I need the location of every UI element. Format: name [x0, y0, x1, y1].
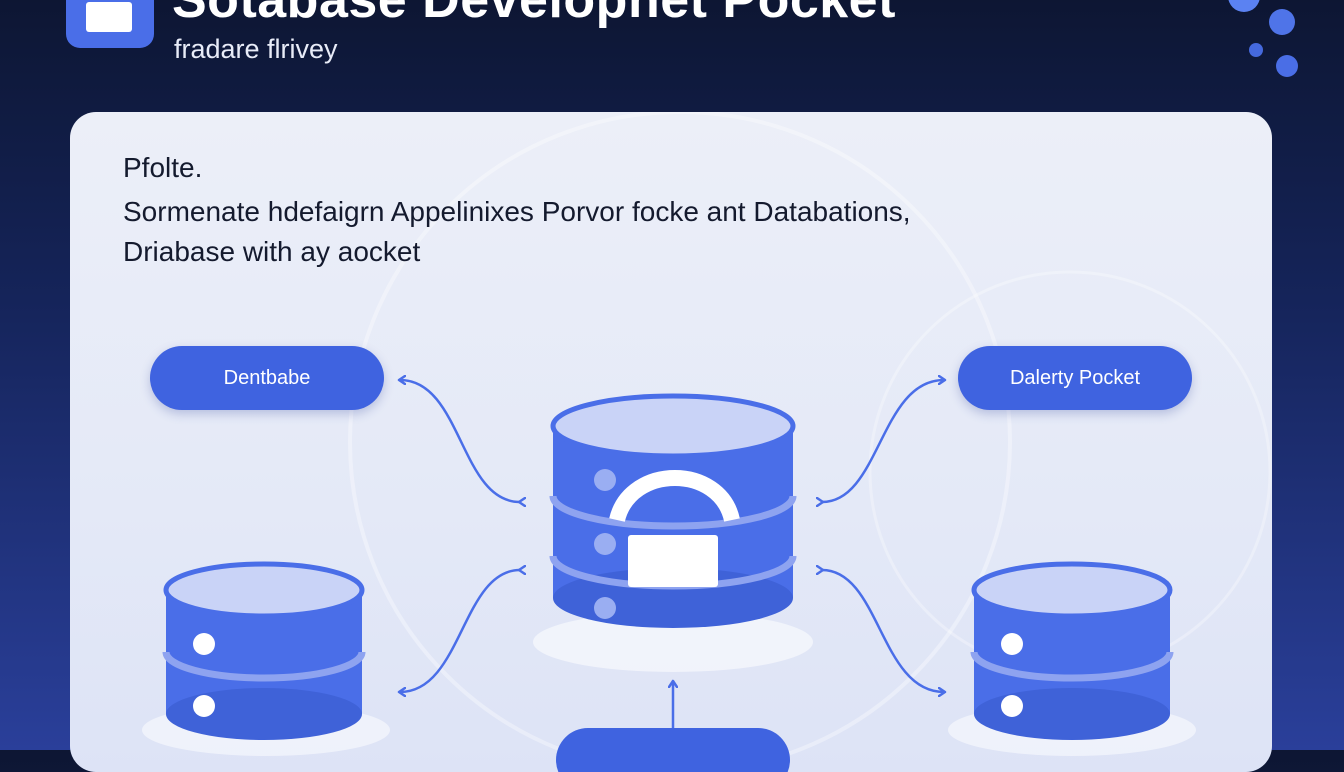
arrow-right-top — [822, 380, 944, 502]
panel-heading: Pfolte. — [123, 152, 203, 183]
diagram-canvas — [162, 112, 1174, 772]
database-lock-icon — [549, 393, 797, 628]
page-title: Sotabase Developnet Pocket — [172, 0, 896, 29]
node-right-label[interactable]: Dalerty Pocket — [958, 346, 1192, 410]
panel-description-line-2: Driabase with ay aocket — [123, 236, 421, 267]
content-panel: Pfolte. Sormenate hdefaigrn Appelinixes … — [70, 112, 1272, 772]
panel-description-line-1: Sormenate hdefaigrn Appelinixes Porvor f… — [123, 196, 911, 227]
arrow-left-top — [400, 380, 520, 502]
database-icon-left — [162, 561, 366, 740]
node-left-label[interactable]: Dentbabe — [150, 346, 384, 410]
page-subtitle: fradare flrivey — [174, 34, 338, 64]
node-bottom — [556, 728, 790, 772]
arrow-right-bottom — [822, 570, 944, 692]
app-logo-icon — [66, 0, 154, 48]
decorative-dots-icon — [1228, 0, 1298, 77]
database-icon-right — [970, 561, 1174, 740]
arrow-left-bottom — [400, 570, 520, 692]
